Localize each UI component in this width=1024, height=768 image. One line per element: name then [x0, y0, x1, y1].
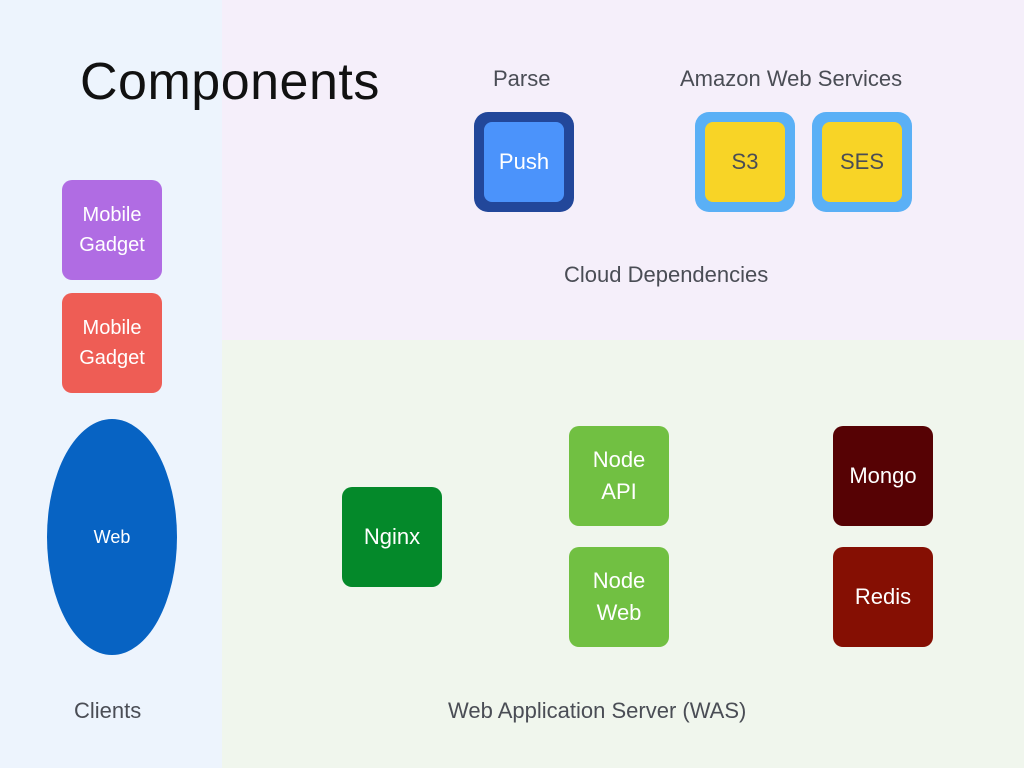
web-client: Web: [47, 419, 177, 655]
node-web-component: Node Web: [569, 547, 669, 647]
push-component: Push: [474, 112, 574, 212]
push-label: Push: [484, 122, 564, 202]
s3-label: S3: [705, 122, 785, 202]
was-label: Web Application Server (WAS): [448, 698, 747, 723]
s3-component: S3: [695, 112, 795, 212]
parse-group-label: Parse: [493, 66, 551, 91]
redis-component: Redis: [833, 547, 933, 647]
clients-label: Clients: [74, 698, 142, 723]
aws-group-label: Amazon Web Services: [680, 66, 903, 91]
mongo-component: Mongo: [833, 426, 933, 526]
slide-title: Components: [80, 53, 380, 111]
mobile-gadget-red: Mobile Gadget: [62, 293, 162, 393]
cloud-dependencies-label: Cloud Dependencies: [564, 262, 769, 287]
ses-component: SES: [812, 112, 912, 212]
ses-label: SES: [822, 122, 902, 202]
node-api-component: Node API: [569, 426, 669, 526]
nginx-component: Nginx: [342, 487, 442, 587]
mobile-gadget-purple: Mobile Gadget: [62, 180, 162, 280]
